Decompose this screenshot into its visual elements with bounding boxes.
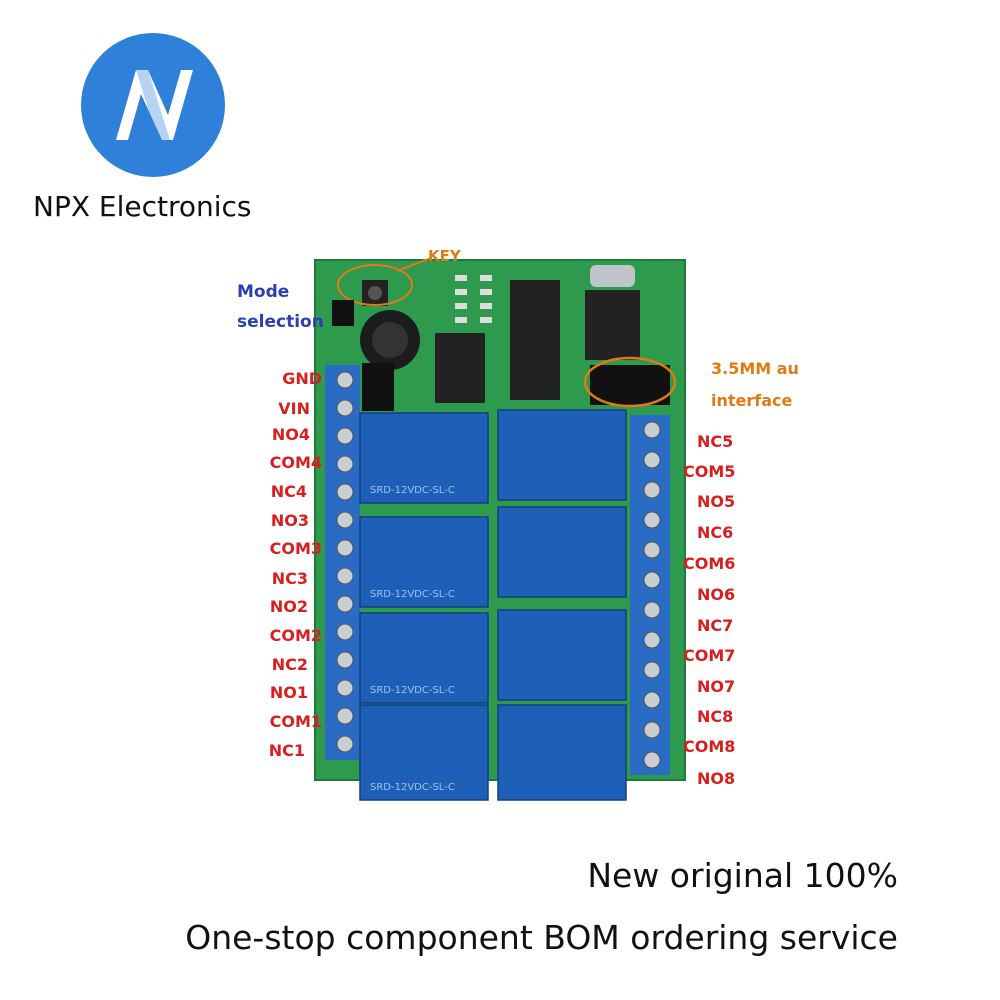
pin-label-nc6: NC6 (697, 523, 734, 542)
pin-label-nc5: NC5 (697, 432, 734, 451)
footer-line-original: New original 100% (587, 856, 898, 895)
pin-label-com8: COM8 (683, 737, 736, 756)
pin-label-gnd: GND (282, 369, 322, 388)
relay-board-photo: SRD-12VDC-SL-C SRD-12VDC-SL-C SRD-12VDC-… (314, 259, 686, 801)
key-pointer-line (396, 257, 432, 272)
pin-label-nc7: NC7 (697, 616, 734, 635)
svg-text:SRD-12VDC-SL-C: SRD-12VDC-SL-C (370, 685, 455, 696)
audio-annotation-line2: interface (711, 391, 793, 410)
pin-label-nc2: NC2 (271, 655, 308, 674)
pin-label-com3: COM3 (269, 539, 322, 558)
npx-logo (81, 33, 225, 177)
pin-label-com1: COM1 (269, 712, 322, 731)
pin-label-no2: NO2 (269, 597, 308, 616)
pin-label-nc8: NC8 (697, 707, 734, 726)
pin-label-no6: NO6 (697, 585, 736, 604)
pin-label-com7: COM7 (683, 646, 736, 665)
pin-label-com5: COM5 (683, 462, 736, 481)
pin-label-com4: COM4 (269, 453, 322, 472)
pin-label-no4: NO4 (271, 425, 310, 444)
svg-text:SRD-12VDC-SL-C: SRD-12VDC-SL-C (370, 782, 455, 793)
pin-label-no8: NO8 (697, 769, 736, 788)
footer-line-bom-service: One-stop component BOM ordering service (185, 918, 898, 957)
key-annotation: KEY (428, 247, 461, 265)
pin-label-nc3: NC3 (271, 569, 308, 588)
audio-annotation-line1: 3.5MM au (711, 359, 799, 378)
pin-label-vin: VIN (278, 399, 310, 418)
pin-label-no1: NO1 (269, 683, 308, 702)
mode-annotation-line2: selection (237, 312, 324, 332)
pin-label-no3: NO3 (270, 511, 309, 530)
pin-label-no5: NO5 (697, 492, 736, 511)
pin-label-nc4: NC4 (270, 482, 307, 501)
pin-label-com2: COM2 (269, 626, 322, 645)
pin-label-com6: COM6 (683, 554, 736, 573)
svg-text:SRD-12VDC-SL-C: SRD-12VDC-SL-C (370, 485, 455, 496)
pin-label-no7: NO7 (697, 677, 736, 696)
brand-name: NPX Electronics (33, 190, 252, 223)
pin-label-nc1: NC1 (268, 741, 305, 760)
mode-annotation-line1: Mode (237, 282, 290, 302)
svg-text:SRD-12VDC-SL-C: SRD-12VDC-SL-C (370, 589, 455, 600)
